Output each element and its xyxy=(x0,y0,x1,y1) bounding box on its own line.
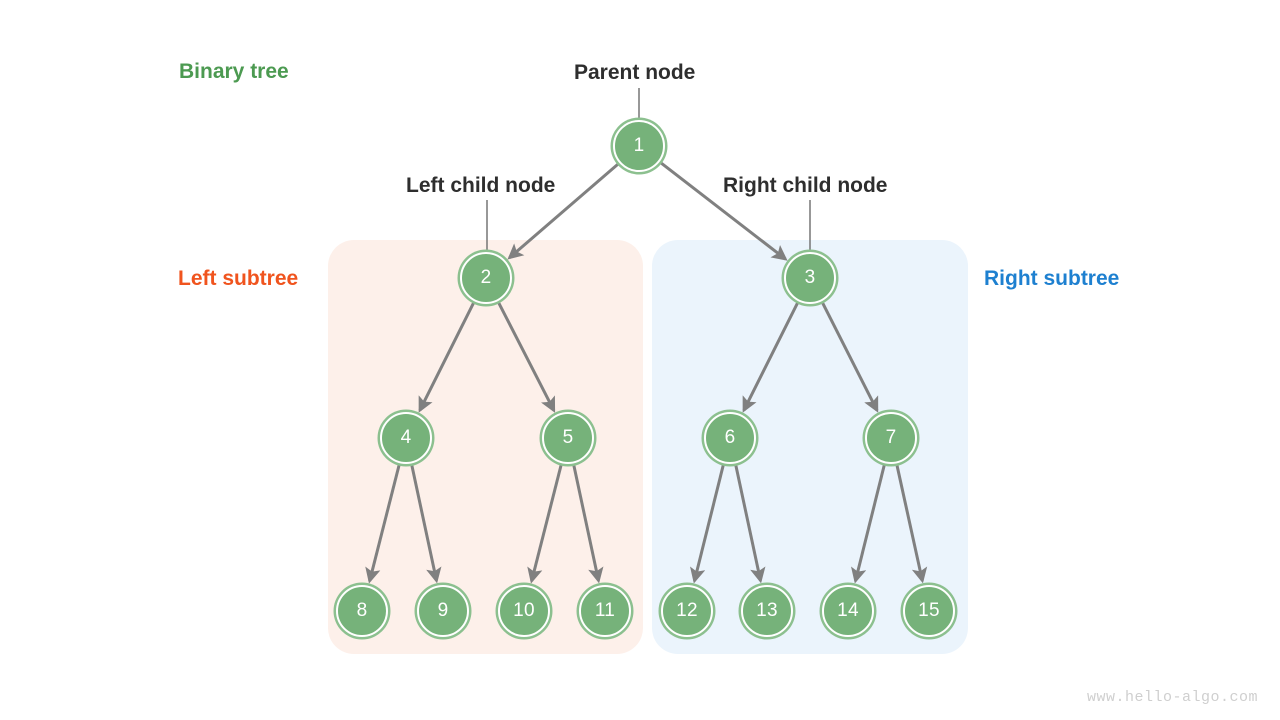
label-parent-node: Parent node xyxy=(574,61,696,84)
edge-6-to-12 xyxy=(690,463,725,584)
tree-node-9: 9 xyxy=(417,585,469,637)
tree-node-11: 11 xyxy=(579,585,631,637)
edge-6-to-13 xyxy=(734,464,766,584)
tree-node-12: 12 xyxy=(661,585,713,637)
edge-2-to-4 xyxy=(418,301,476,413)
tree-node-8: 8 xyxy=(336,585,388,637)
label-left-subtree: Left subtree xyxy=(178,267,299,290)
label-right-child-node: Right child node xyxy=(723,174,888,197)
tree-node-6: 6 xyxy=(704,412,756,464)
edge-1-to-3 xyxy=(659,161,788,261)
tree-node-2: 2 xyxy=(460,252,512,304)
edge-3-to-6 xyxy=(742,301,800,413)
tree-node-14: 14 xyxy=(822,585,874,637)
edge-7-to-15 xyxy=(895,464,928,584)
tree-node-3: 3 xyxy=(784,252,836,304)
tree-node-5: 5 xyxy=(542,412,594,464)
tree-node-15: 15 xyxy=(903,585,955,637)
label-binary-tree: Binary tree xyxy=(179,60,289,83)
tree-node-13: 13 xyxy=(741,585,793,637)
edge-7-to-14 xyxy=(851,463,886,584)
label-left-child-node: Left child node xyxy=(406,174,556,197)
tree-node-1: 1 xyxy=(613,120,665,172)
edge-4-to-9 xyxy=(410,464,442,584)
edges-group xyxy=(365,161,928,584)
edge-2-to-5 xyxy=(496,301,556,413)
edge-5-to-11 xyxy=(572,464,604,584)
edge-5-to-10 xyxy=(527,463,563,584)
watermark: www.hello-algo.com xyxy=(1086,689,1258,706)
tree-node-7: 7 xyxy=(865,412,917,464)
edge-1-to-2 xyxy=(507,162,620,260)
annotation-pointer-lines xyxy=(486,88,811,256)
edge-4-to-8 xyxy=(365,463,401,584)
tree-node-4: 4 xyxy=(380,412,432,464)
tree-node-10: 10 xyxy=(498,585,550,637)
label-right-subtree: Right subtree xyxy=(984,267,1120,290)
edge-3-to-7 xyxy=(820,301,879,413)
